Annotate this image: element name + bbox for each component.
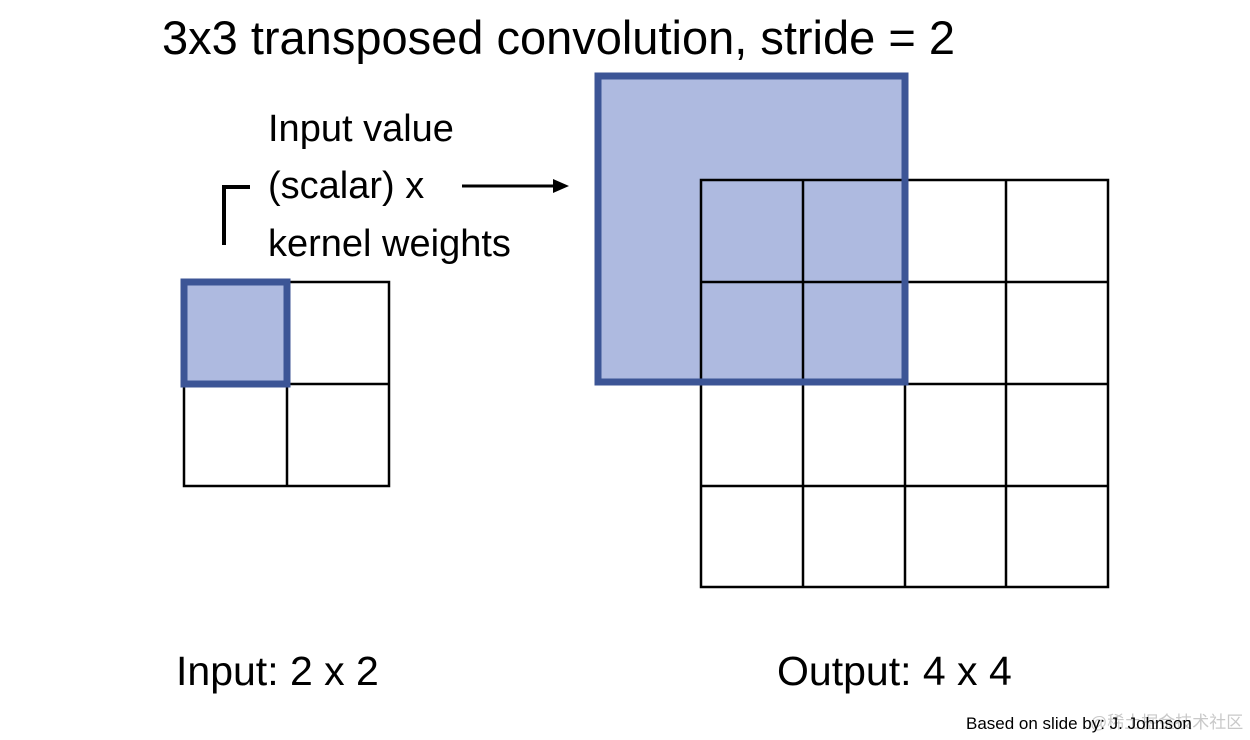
input-caption: Input: 2 x 2 — [176, 648, 379, 694]
input-highlight-border — [180, 278, 291, 388]
watermark: @稀土掘金技术社区 — [1090, 713, 1244, 732]
kernel-window-border — [594, 72, 909, 386]
annotation-line-1: Input value — [268, 108, 454, 150]
annotation-line-2: (scalar) x — [268, 165, 425, 207]
kernel-window — [598, 76, 905, 382]
input-cell-highlighted — [184, 282, 287, 384]
credit-text: Based on slide by: J. Johnson — [966, 714, 1192, 733]
annotation-bracket — [222, 185, 250, 245]
annotation-arrow-head — [553, 179, 569, 193]
input-grid — [180, 278, 391, 488]
output-caption: Output: 4 x 4 — [777, 648, 1012, 694]
diagram-title: 3x3 transposed convolution, stride = 2 — [162, 11, 955, 64]
annotation-line-3: kernel weights — [268, 223, 511, 265]
